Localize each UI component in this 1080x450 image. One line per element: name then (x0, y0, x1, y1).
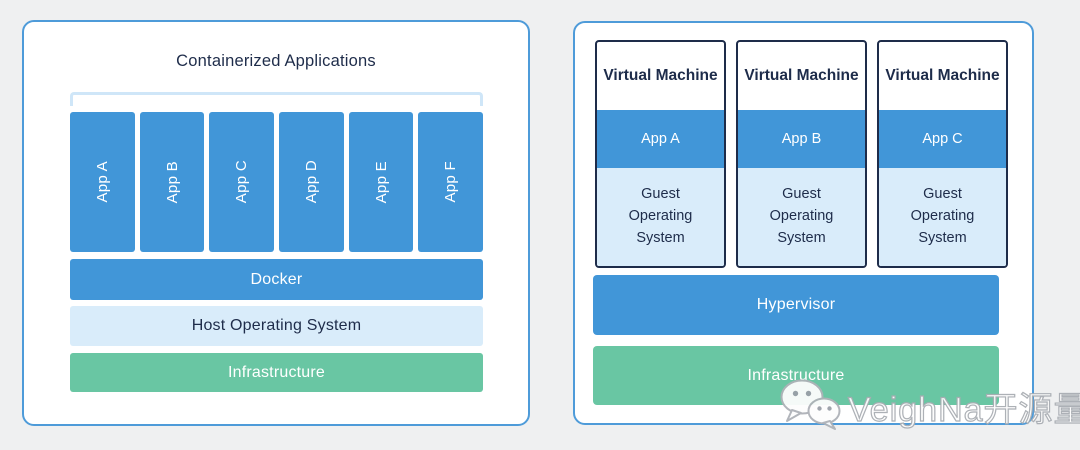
vm-box-3: Virtual Machine App C Guest Operating Sy… (877, 40, 1008, 268)
infrastructure-layer-left: Infrastructure (70, 353, 483, 392)
apps-group-bracket (70, 92, 483, 106)
container-app-e-label: App E (372, 160, 390, 204)
vm-3-title: Virtual Machine (885, 67, 1000, 84)
container-app-b-label: App B (163, 160, 181, 204)
vm-1-guest-os: Guest Operating System (597, 168, 724, 266)
hypervisor-layer: Hypervisor (593, 275, 999, 335)
host-os-layer: Host Operating System (70, 306, 483, 346)
vm-2-title: Virtual Machine (744, 67, 859, 84)
container-app-a: App A (70, 112, 135, 252)
container-app-c: App C (209, 112, 275, 252)
vm-2-app: App B (738, 110, 865, 168)
container-app-d: App D (279, 112, 344, 252)
container-app-a-label: App A (93, 161, 111, 203)
virtual-machines-diagram-panel: Virtual Machine App A Guest Operating Sy… (573, 21, 1034, 425)
vm-3-guest-os: Guest Operating System (879, 168, 1006, 266)
vm-box-1: Virtual Machine App A Guest Operating Sy… (595, 40, 726, 268)
vm-box-2: Virtual Machine App B Guest Operating Sy… (736, 40, 867, 268)
containers-diagram-panel: Containerized Applications App A App B A… (22, 20, 530, 426)
vm-1-title: Virtual Machine (603, 67, 718, 84)
vm-2-guest-os: Guest Operating System (738, 168, 865, 266)
container-apps-row: App A App B App C App D App E App F (70, 112, 484, 252)
container-app-f-label: App F (442, 161, 460, 203)
vm-3-app: App C (879, 110, 1006, 168)
container-app-b: App B (139, 112, 205, 252)
docker-layer: Docker (70, 259, 483, 300)
container-app-e: App E (348, 112, 414, 252)
vm-row: Virtual Machine App A Guest Operating Sy… (595, 40, 1008, 268)
container-app-f: App F (418, 112, 484, 252)
vm-1-app: App A (597, 110, 724, 168)
container-app-d-label: App D (302, 160, 320, 204)
infrastructure-layer-right: Infrastructure (593, 346, 999, 405)
container-app-c-label: App C (233, 160, 251, 204)
containers-panel-title: Containerized Applications (176, 52, 376, 70)
